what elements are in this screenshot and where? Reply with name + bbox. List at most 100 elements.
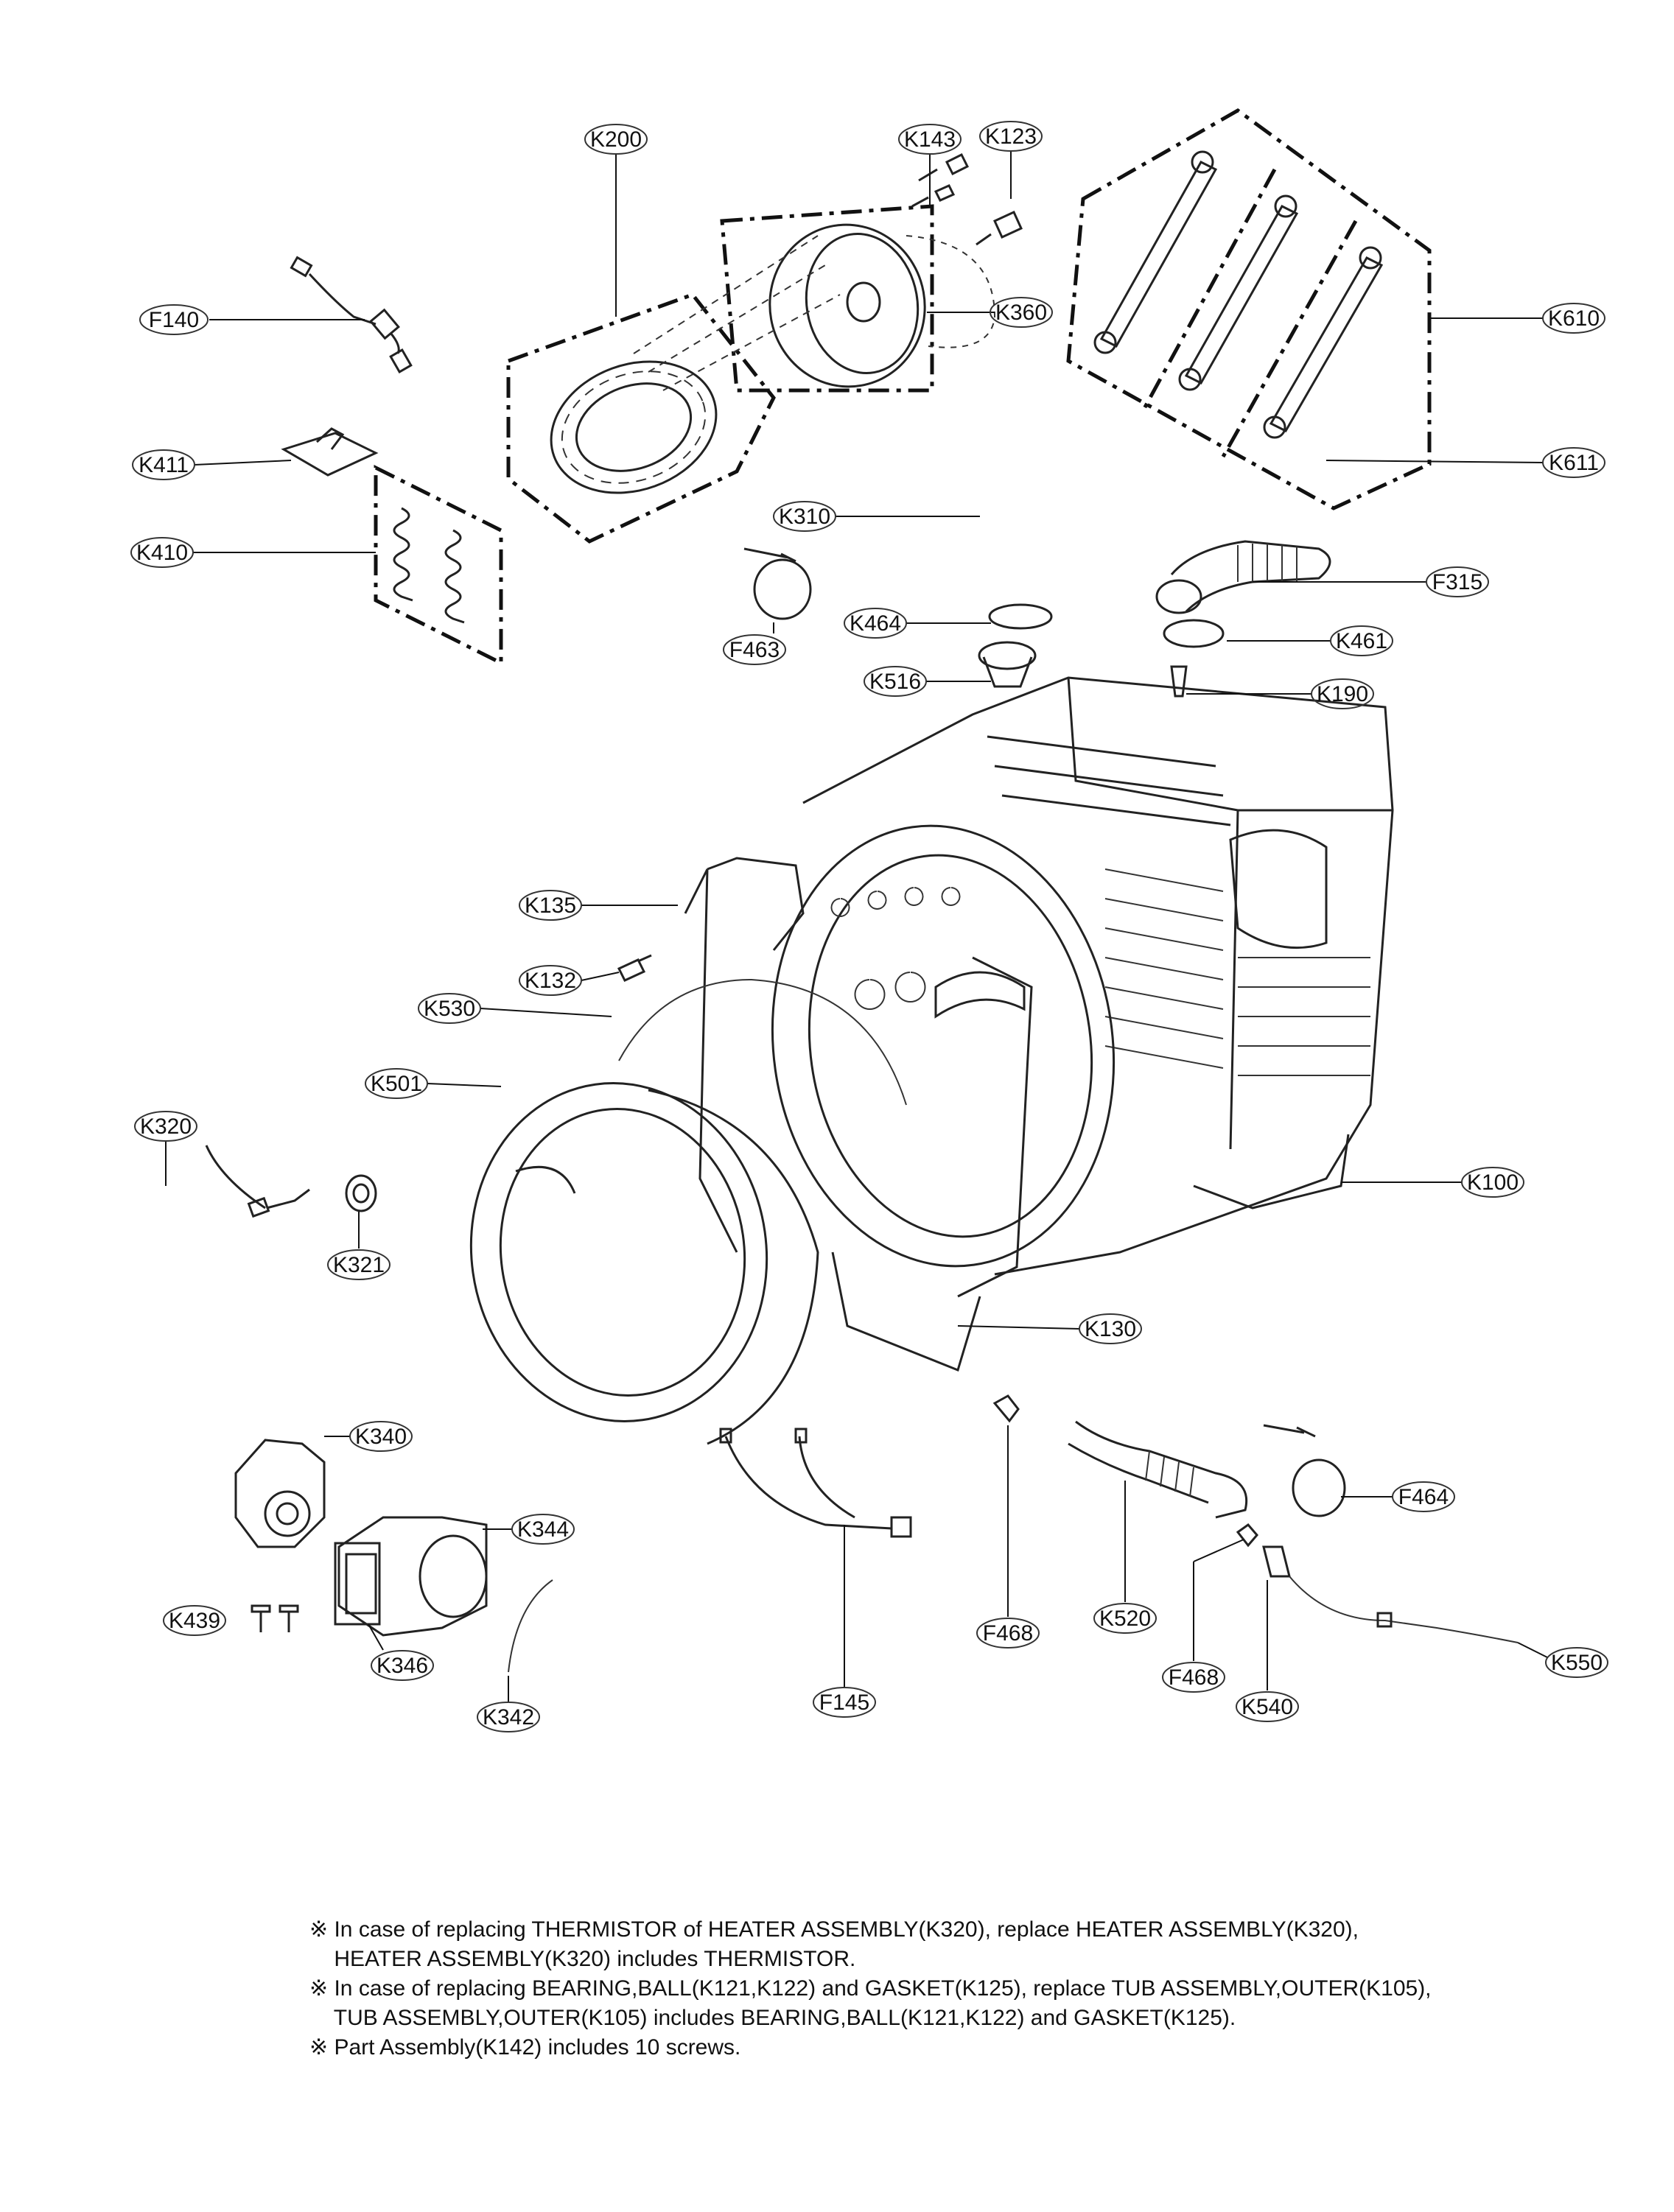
callout-k344: K344 [511,1514,575,1545]
callout-k411: K411 [132,449,195,480]
pump-hose [508,1579,553,1673]
tub-front-frame [684,857,805,1253]
callout-k439: K439 [163,1605,226,1636]
callout-label: K346 [377,1654,428,1678]
callout-label: K464 [850,611,901,636]
callout-label: F315 [1432,570,1482,594]
callout-k501: K501 [365,1068,428,1099]
callout-label: K410 [136,541,188,565]
pump-screws [251,1604,299,1632]
callout-k130: K130 [1079,1313,1142,1344]
callout-label: K360 [995,301,1047,325]
callout-label: K610 [1548,306,1600,331]
callout-label: K135 [525,893,576,918]
callout-k360: K360 [990,297,1053,328]
callout-k200: K200 [584,124,648,155]
callout-k346: K346 [371,1650,434,1681]
callout-k132: K132 [519,965,582,996]
callout-k611: K611 [1542,447,1605,478]
callout-label: K516 [869,670,921,694]
stator-assembly [506,292,776,544]
callout-label: K342 [483,1705,534,1730]
callout-k342: K342 [477,1702,540,1732]
callout-label: K310 [779,505,830,529]
callout-k135: K135 [519,890,582,921]
air-chamber-hose [1155,540,1331,614]
callout-label: K130 [1085,1317,1136,1341]
note-line: HEATER ASSEMBLY(K320) includes THERMISTO… [309,1947,856,1971]
callout-k464: K464 [844,608,907,639]
callout-label: K344 [517,1517,569,1542]
callout-k310: K310 [773,501,836,532]
callout-label: F463 [729,638,780,662]
callout-label: K611 [1549,451,1599,475]
callout-label: F468 [1169,1665,1219,1690]
callout-label: K143 [904,127,956,152]
pump-filter-housing [234,1439,326,1548]
callout-label: K321 [333,1253,385,1277]
callout-label: F468 [983,1621,1033,1646]
heater-thermistor [205,1145,377,1218]
note-line: TUB ASSEMBLY,OUTER(K105) includes BEARIN… [309,2006,1236,2030]
callout-label: F140 [149,308,199,332]
callout-label: K340 [355,1425,407,1449]
callout-k550: K550 [1545,1647,1608,1678]
note-line: ※ Part Assembly(K142) includes 10 screws… [309,2035,741,2060]
drain-pump [334,1516,488,1637]
callout-label: K100 [1467,1170,1519,1195]
callout-k530: K530 [418,993,481,1024]
callout-f468-left: F468 [976,1618,1040,1649]
callout-f468-right: F468 [1162,1662,1225,1693]
pressure-sensor-hose [1262,1545,1519,1643]
outer-tub [802,676,1394,1276]
tub-front-cover [771,824,1116,1372]
suspension-springs [374,464,503,667]
screw-k132 [617,954,652,982]
callout-label: K320 [140,1114,192,1139]
callout-k143: K143 [898,124,962,155]
callout-k190: K190 [1311,678,1374,709]
callout-k123: K123 [979,121,1043,152]
callout-label: K439 [169,1609,220,1633]
callout-f463: F463 [723,634,786,665]
callout-label: K520 [1099,1607,1151,1631]
callout-k320: K320 [134,1111,197,1142]
callout-f315: F315 [1426,566,1489,597]
footnotes: ※ In case of replacing THERMISTOR of HEA… [309,1915,1636,2062]
rotor-bolts [911,152,1023,246]
callout-label: K501 [371,1072,422,1096]
callout-label: K132 [525,969,576,993]
callout-f464: F464 [1392,1481,1455,1512]
wire-harness-f145 [719,1428,912,1538]
small-fittings [978,603,1225,698]
callout-f145: F145 [813,1687,876,1718]
callout-k540: K540 [1236,1691,1299,1722]
callout-k461: K461 [1330,625,1393,656]
callout-label: F464 [1398,1485,1449,1509]
callout-label: K190 [1317,682,1368,706]
hose-clamp-f463 [743,547,812,620]
callout-k610: K610 [1542,303,1605,334]
note-line: ※ In case of replacing THERMISTOR of HEA… [309,1917,1359,1942]
door-gasket [469,1082,819,1445]
callout-label: K530 [424,997,475,1021]
spring-hanger-bracket [281,427,379,477]
leader-lines [165,151,1548,1702]
callout-label: F145 [819,1690,869,1715]
callout-f140: F140 [139,304,209,335]
callout-label: K200 [590,127,642,152]
callout-k340: K340 [349,1421,413,1452]
callout-k410: K410 [130,537,194,568]
door-wire-loop [618,978,907,1106]
callout-label: K540 [1242,1695,1293,1719]
callout-k100: K100 [1461,1167,1524,1198]
callout-label: K550 [1551,1651,1603,1675]
callout-k321: K321 [327,1249,391,1280]
note-line: ※ In case of replacing BEARING,BALL(K121… [309,1976,1432,2001]
damper-assembly [1066,108,1432,510]
callout-label: K461 [1336,629,1387,653]
callout-k520: K520 [1093,1603,1157,1634]
callout-k516: K516 [864,666,927,697]
wire-harness-f140 [290,256,413,373]
